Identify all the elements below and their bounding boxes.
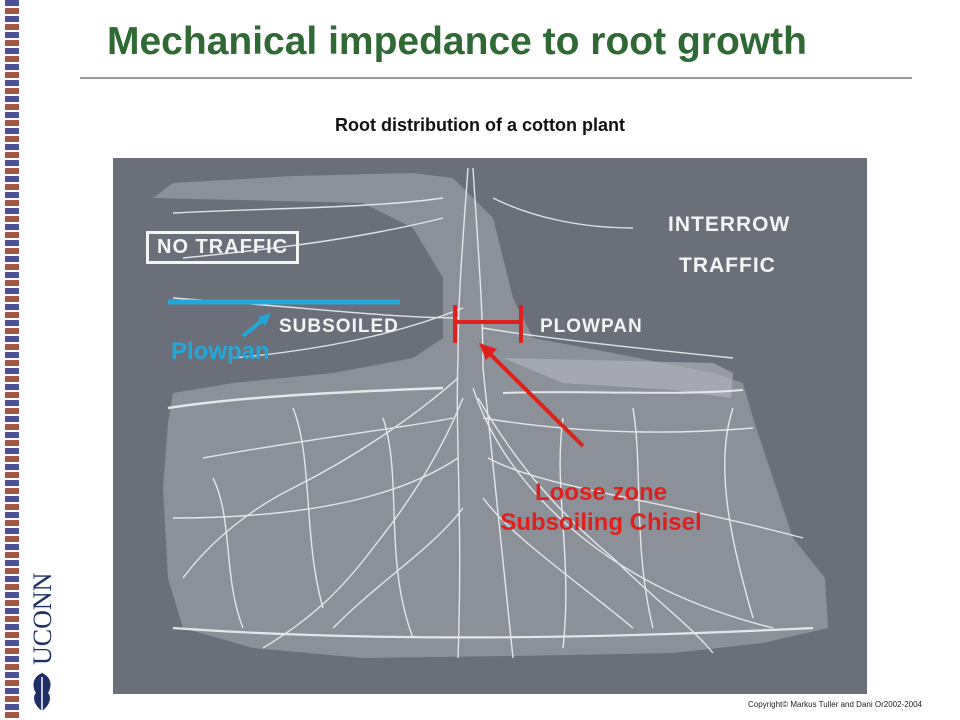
interrow-label: INTERROW [668, 213, 791, 236]
loose-zone-bracket [453, 305, 523, 343]
uconn-logo-graphic: UCONN [28, 572, 57, 711]
subsoiling-chisel-line: Subsoiling Chisel [500, 509, 702, 536]
root-strands [167, 167, 814, 659]
root-distribution-photo: NO TRAFFIC INTERROW TRAFFIC SUBSOILED PL… [113, 158, 867, 694]
decorative-side-stripe [5, 0, 19, 720]
plowpan-photo-label: PLOWPAN [540, 316, 643, 337]
subsoiled-label: SUBSOILED [279, 316, 399, 337]
slide-title: Mechanical impedance to root growth [107, 20, 807, 63]
root-system-drawing [153, 167, 828, 659]
loose-zone-annotation: Loose zone Subsoiling Chisel [467, 478, 735, 538]
root-mass-shape [153, 173, 828, 658]
plowpan-arrow [241, 313, 271, 338]
oak-leaf-icon [33, 673, 51, 711]
title-underline [80, 77, 912, 79]
loose-zone-line: Loose zone [534, 479, 667, 506]
no-traffic-label: NO TRAFFIC [146, 231, 300, 264]
figure-subtitle: Root distribution of a cotton plant [335, 115, 625, 135]
uconn-logo: UCONN [28, 545, 57, 715]
copyright-notice: Copyright© Markus Tuller and Dani Or2002… [748, 700, 922, 709]
plowpan-annotation: Plowpan [171, 338, 270, 365]
traffic-label: TRAFFIC [679, 254, 776, 277]
loose-zone-arrow [479, 343, 585, 448]
uconn-logo-text: UCONN [28, 572, 56, 665]
